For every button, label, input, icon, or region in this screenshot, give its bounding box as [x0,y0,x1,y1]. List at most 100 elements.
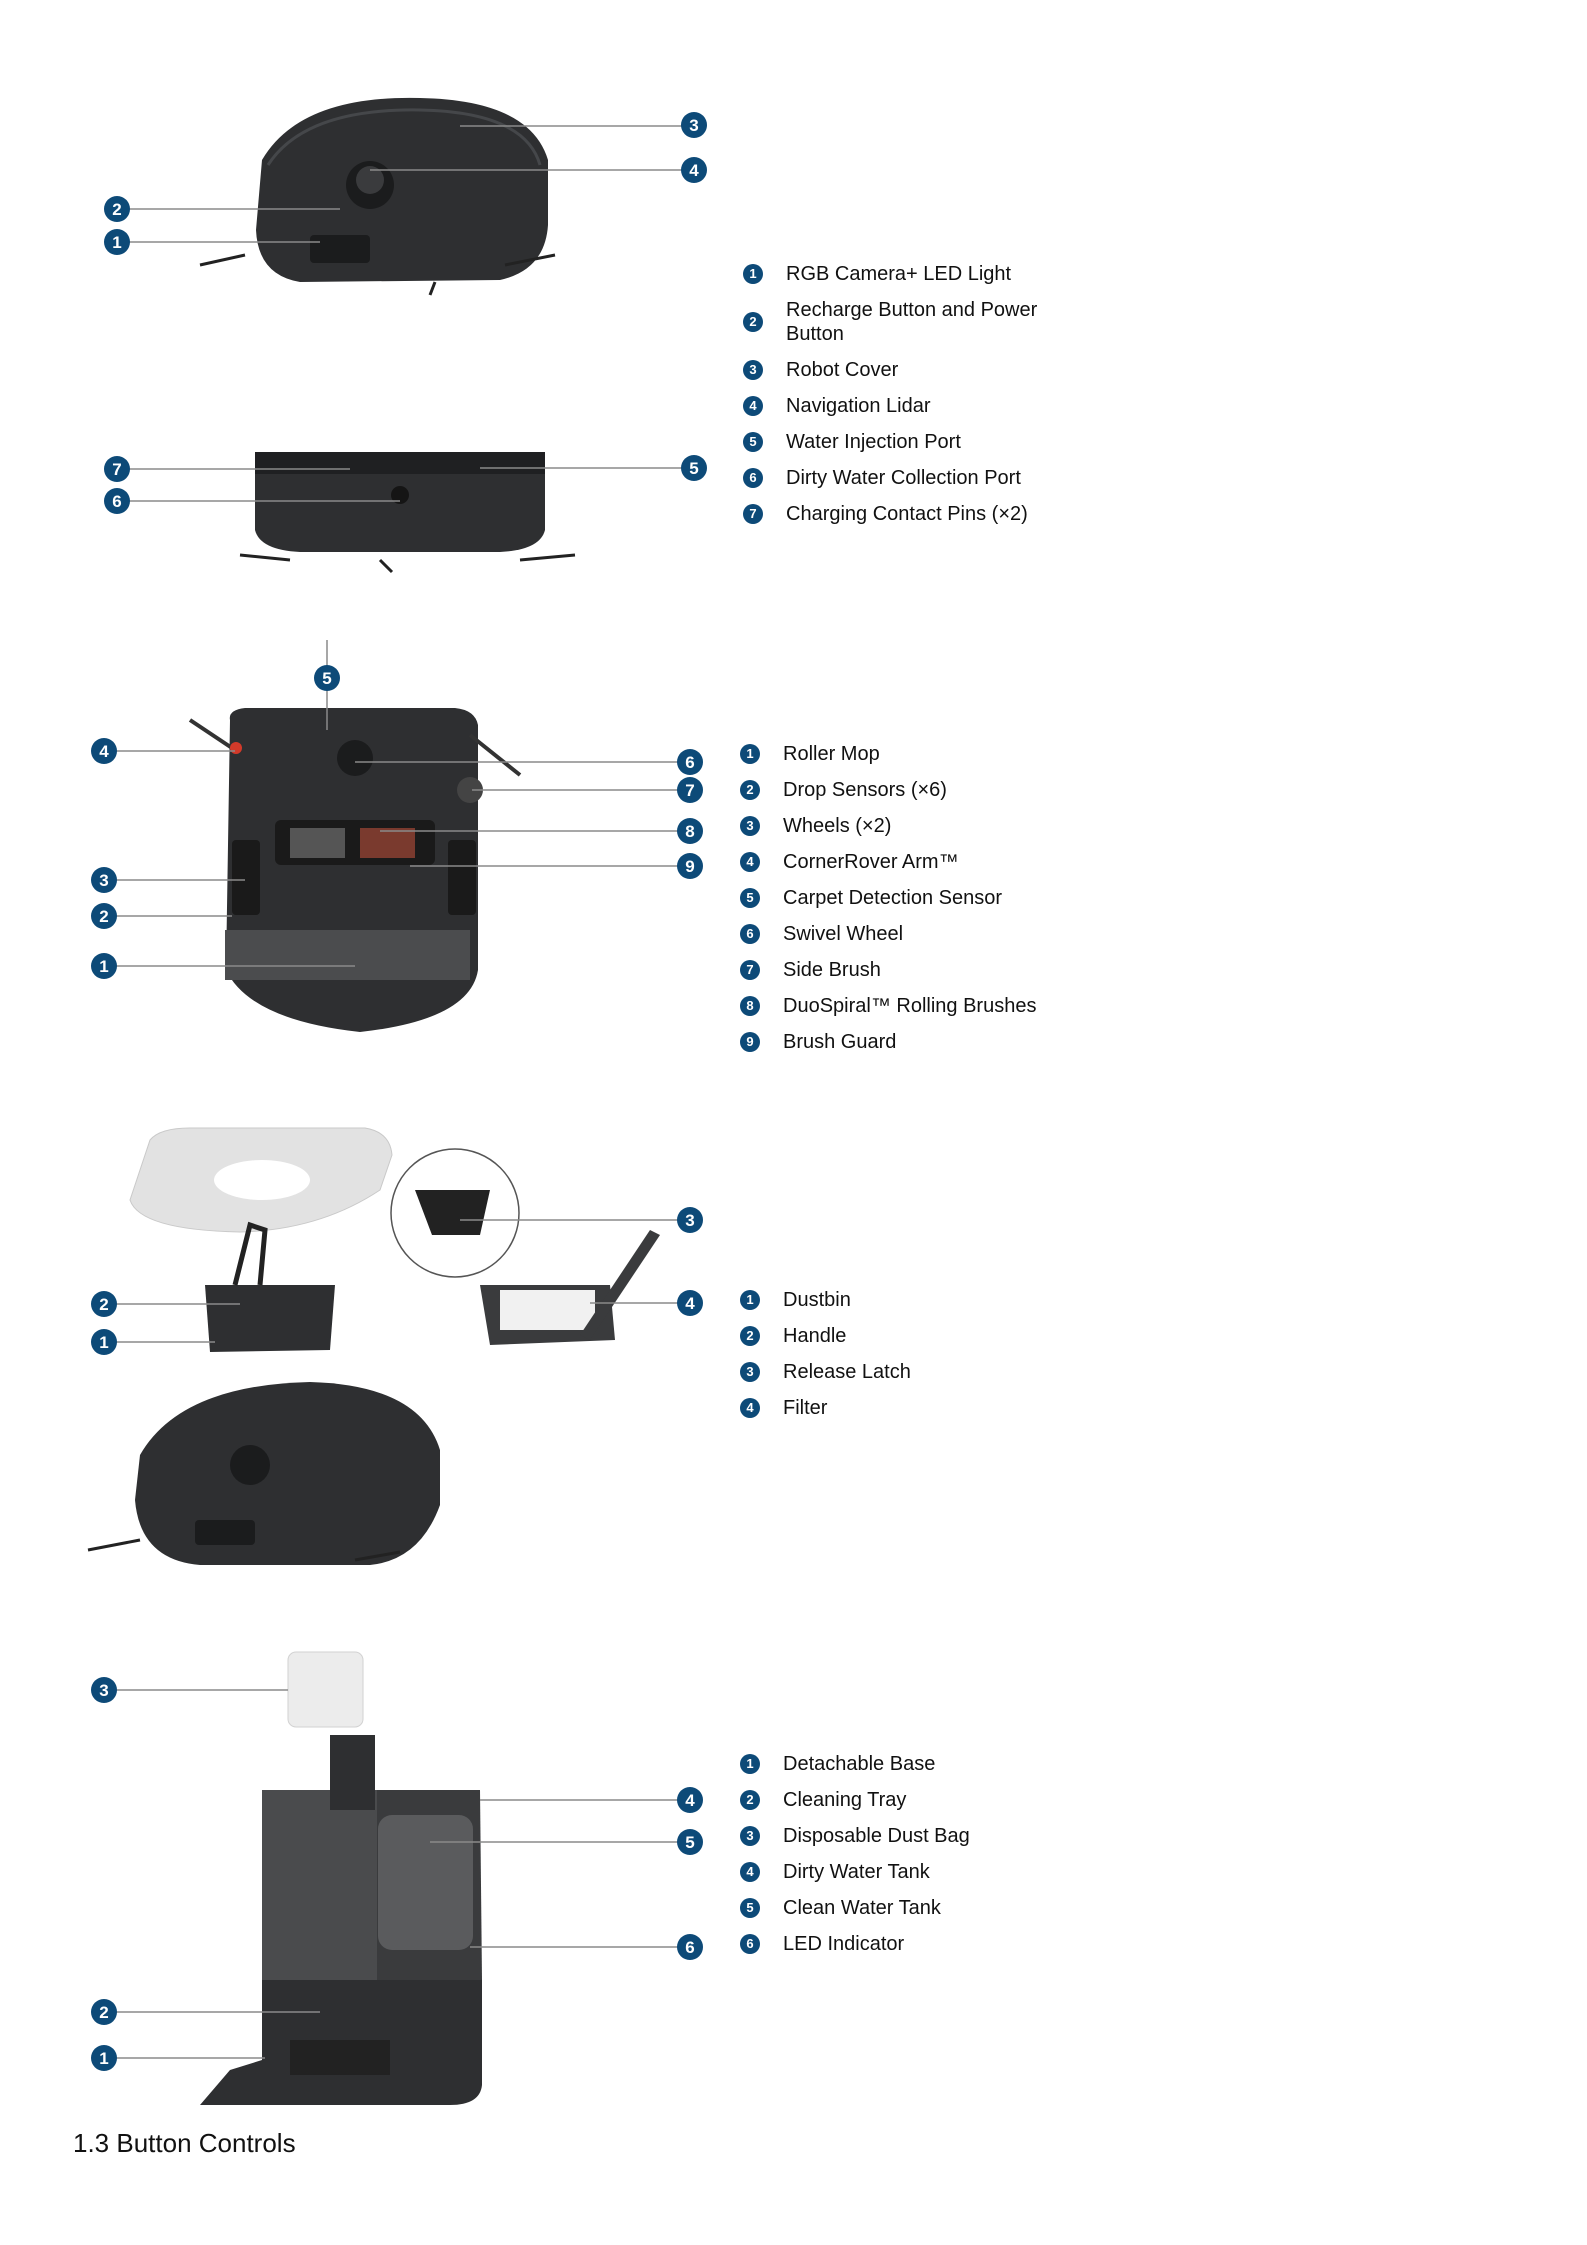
callout-1: 1 [91,953,355,979]
legend-label: Brush Guard [783,1031,897,1053]
base-station-illustration: 3 4 5 6 2 1 [91,1651,703,2105]
callout-4: 4 [370,157,707,183]
svg-text:1: 1 [99,1333,108,1352]
legend-label: Drop Sensors (×6) [783,779,947,801]
svg-text:3: 3 [99,871,108,890]
legend-label: Water Injection Port [786,431,961,453]
legend-number: 1 [740,1290,760,1310]
callout-7: 7 [104,456,350,482]
legend-item: 6 LED Indicator [740,1932,1080,1956]
svg-text:7: 7 [685,781,694,800]
callout-7: 7 [472,777,703,803]
svg-text:9: 9 [685,857,694,876]
svg-text:6: 6 [685,753,694,772]
callout-2: 2 [104,196,340,222]
svg-text:6: 6 [112,492,121,511]
svg-text:2: 2 [112,200,121,219]
svg-text:4: 4 [685,1294,695,1313]
legend-number: 1 [743,264,763,284]
robot-top-front-illustration: 3 4 2 1 7 6 5 [104,97,707,574]
legend-label: Carpet Detection Sensor [783,887,1003,909]
callout-5: 5 [430,1829,703,1855]
callout-2: 2 [91,1291,240,1317]
callout-8: 8 [380,818,703,844]
svg-text:5: 5 [322,669,331,688]
legend-number: 7 [740,960,760,980]
legend-number: 2 [743,312,763,332]
svg-text:6: 6 [685,1938,694,1957]
svg-text:4: 4 [685,1791,695,1810]
callout-3: 3 [91,1677,288,1703]
callout-3: 3 [460,1207,703,1233]
callout-6: 6 [104,488,400,514]
svg-text:4: 4 [689,161,699,180]
legend-number: 9 [740,1032,760,1052]
legend-label: RGB Camera+ LED Light [786,263,1012,285]
legend-label: Dustbin [783,1289,851,1311]
callout-3: 3 [460,112,707,138]
legend-number: 1 [740,1754,760,1774]
legend-item: 2 Cleaning Tray [740,1788,1080,1812]
legend-number: 2 [740,1790,760,1810]
robot-underside-illustration: 5 4 6 7 8 9 3 2 1 [91,640,703,1032]
legend-label: Wheels (×2) [783,815,892,837]
legend-number: 3 [740,1826,760,1846]
callout-4: 4 [480,1787,703,1813]
svg-text:2: 2 [99,2003,108,2022]
svg-text:2: 2 [99,907,108,926]
legend-number: 6 [740,1934,760,1954]
legend-label: Handle [783,1325,847,1347]
callout-1: 1 [91,2045,265,2071]
legend-item: 5 Water Injection Port [743,430,1083,454]
legend-label: Robot Cover [786,359,899,381]
legend-number: 5 [740,1898,760,1918]
legend-label: Dirty Water Collection Port [786,467,1021,489]
legend-number: 5 [743,432,763,452]
svg-text:3: 3 [689,116,698,135]
legend-number: 2 [740,1326,760,1346]
legend-label: Disposable Dust Bag [783,1825,970,1847]
legend-item: 2 Handle [740,1324,1080,1348]
legend-number: 4 [740,852,760,872]
legend-number: 4 [743,396,763,416]
legend-number: 6 [740,924,760,944]
legend-label: Filter [783,1397,828,1419]
svg-text:1: 1 [99,957,108,976]
legend-number: 6 [743,468,763,488]
svg-text:3: 3 [685,1211,694,1230]
callout-4: 4 [590,1290,703,1316]
callout-5: 5 [480,455,707,481]
svg-text:1: 1 [112,233,121,252]
legend-label: LED Indicator [783,1933,905,1955]
legend-item: 9 Brush Guard [740,1030,1080,1054]
legend-item: 1 Roller Mop [740,742,1080,766]
legend-number: 1 [740,744,760,764]
svg-text:8: 8 [685,822,694,841]
legend-label: Roller Mop [783,743,880,765]
svg-text:5: 5 [685,1833,694,1852]
legend-item: 4 CornerRover Arm™ [740,850,1080,874]
legend-label: Cleaning Tray [783,1789,907,1811]
legend-label: CornerRover Arm™ [783,851,959,873]
svg-text:7: 7 [112,460,121,479]
callout-4: 4 [91,738,235,764]
legend-number: 3 [740,1362,760,1382]
callout-3: 3 [91,867,245,893]
legend-number: 5 [740,888,760,908]
legend-item: 5 Carpet Detection Sensor [740,886,1080,910]
